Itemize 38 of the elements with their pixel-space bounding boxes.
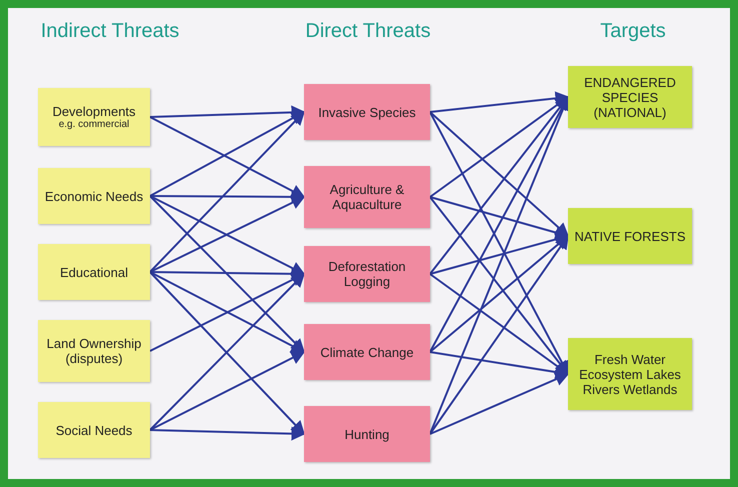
note-text: Land Ownership (disputes) — [46, 336, 142, 366]
arrow — [150, 351, 306, 431]
note-text: Educational — [60, 264, 128, 280]
sticky-note — [568, 208, 692, 264]
sticky-note — [568, 338, 692, 410]
note-text: Fresh Water Ecosystem Lakes Rivers Wetlands — [578, 352, 682, 396]
note-text: Agriculture & Aquaculture — [328, 182, 406, 212]
arrow — [149, 111, 305, 273]
note-text: Developments — [52, 104, 136, 118]
column-heading: Targets — [599, 20, 667, 43]
note-text: Invasive Species — [318, 104, 416, 120]
arrow — [430, 91, 570, 113]
note-text: e.g. commercial — [58, 118, 130, 130]
note-text: Deforestation Logging — [327, 259, 407, 289]
note-text: Social Needs — [56, 422, 132, 438]
note-text: ENDANGERED SPECIES (NATIONAL) — [583, 74, 677, 120]
sticky-note — [38, 320, 150, 382]
sticky-note — [304, 166, 430, 228]
sticky-note — [38, 402, 150, 458]
column-heading: Indirect Threats — [40, 20, 180, 43]
column-heading: Direct Threats — [304, 20, 432, 43]
sticky-note — [304, 246, 430, 302]
sticky-note — [568, 66, 692, 128]
arrow — [429, 111, 570, 237]
arrow — [430, 372, 570, 435]
note-text: Hunting — [344, 426, 390, 442]
arrow — [150, 426, 306, 441]
sticky-note — [304, 324, 430, 380]
sticky-note — [38, 244, 150, 300]
note-text: NATIVE FORESTS — [574, 228, 686, 244]
arrow — [150, 105, 306, 120]
arrow — [149, 195, 305, 353]
sticky-note — [38, 168, 150, 224]
sticky-note — [304, 84, 430, 140]
note-text: Economic Needs — [44, 188, 144, 204]
sticky-note — [38, 88, 150, 146]
sticky-note — [304, 406, 430, 462]
note-text: Climate Change — [320, 344, 414, 360]
